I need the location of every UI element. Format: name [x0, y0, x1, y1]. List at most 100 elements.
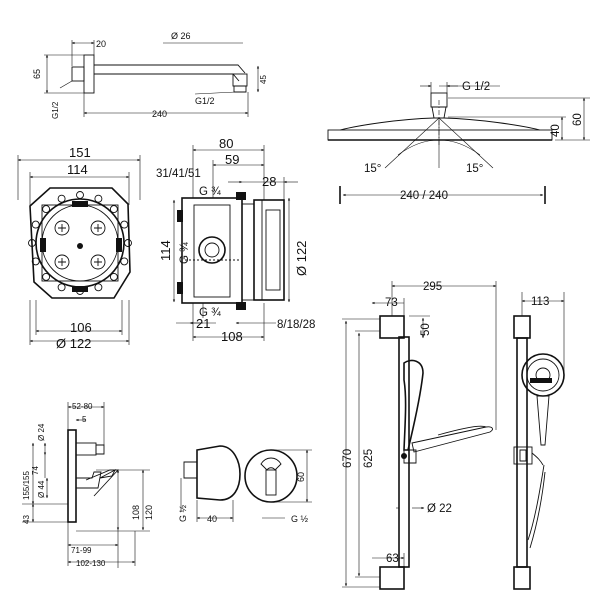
- dim-box-d122: Ø 122: [56, 336, 91, 351]
- dim-outlet-g12-right: G ½: [291, 514, 309, 524]
- box-bolt: [76, 191, 84, 199]
- dim-valve-g34-bottom: G ¾: [199, 307, 221, 319]
- dim-arm-45: 45: [259, 75, 268, 84]
- dim-rail-295: 295: [423, 281, 442, 293]
- dim-valve-313141: 31/41/51: [156, 168, 201, 180]
- valve-port: [198, 236, 226, 264]
- rail-front-slider: [513, 446, 533, 465]
- arm-thread-connector: [71, 66, 85, 82]
- dim-outlet-40: 40: [207, 514, 217, 524]
- outlet-side-connector: [183, 461, 198, 479]
- dim-head-width: 240 / 240: [400, 190, 448, 202]
- wall-flange: [83, 54, 95, 94]
- box-port: [90, 220, 106, 236]
- wall-outlet-drawing: G ½ 40 G ½ 60: [178, 445, 312, 524]
- box-bolt: [109, 272, 118, 281]
- dim-valve-g34-top: G ¾: [199, 186, 221, 198]
- dim-arm-thread-right: G1/2: [195, 96, 215, 106]
- box-bolt: [42, 272, 51, 281]
- dim-mixer-43: 43: [22, 515, 31, 524]
- box-bolt: [31, 220, 40, 229]
- shower-arm-drawing: 20 Ø 26 65 G1/2 G1/2 240 45: [32, 31, 268, 119]
- dim-head-thread: G 1/2: [462, 81, 490, 93]
- dim-head-angle-left: 15°: [364, 163, 381, 175]
- valve-body: [181, 197, 243, 304]
- dim-mixer-5: 5: [82, 415, 87, 424]
- dim-box-151: 151: [69, 145, 91, 160]
- arm-tube: [94, 64, 246, 82]
- shower-head-drawing: 15° 15° G 1/2 40 60 240 / 240: [327, 81, 590, 204]
- box-bolt: [31, 257, 40, 266]
- dim-mixer-5280: 52-80: [72, 402, 93, 411]
- box-port: [54, 220, 70, 236]
- dim-arm-thread-left: G1/2: [51, 101, 60, 119]
- dim-mixer-74: 74: [31, 466, 40, 475]
- dim-head-40: 40: [550, 124, 562, 137]
- box-bolt: [109, 205, 118, 214]
- rail-bottom-bracket: [379, 566, 405, 590]
- mixer-drawing: 52-80 5 Ø 24 155/155 74 Ø 44 43 108 120 …: [22, 402, 154, 568]
- dim-head-angle-right: 15°: [466, 163, 483, 175]
- valve-trim-block: [253, 199, 285, 301]
- rail-soapdish: [411, 426, 493, 453]
- dim-valve-81828: 8/18/28: [277, 319, 315, 331]
- dim-head-60: 60: [572, 113, 584, 126]
- dim-mixer-d24: Ø 24: [37, 423, 46, 441]
- dim-valve-g34-left: G ¾: [179, 242, 191, 264]
- box-bolt: [57, 194, 66, 203]
- dim-mixer-7199: 71-99: [71, 546, 92, 555]
- box-bolt: [94, 194, 103, 203]
- rail-front-head: [521, 353, 565, 397]
- head-top-curve: [339, 117, 541, 131]
- box-bolt: [42, 205, 51, 214]
- dim-rail-73: 73: [385, 297, 398, 309]
- dim-rail-625: 625: [363, 449, 375, 468]
- rail-front-handle: [536, 395, 550, 446]
- dim-arm-diameter: Ø 26: [171, 31, 191, 41]
- dim-valve-114: 114: [158, 240, 173, 261]
- valve-side-drawing: 80 59 31/41/51 28 G ¾ 114 G ¾ Ø 122 G ¾ …: [156, 136, 315, 344]
- dim-valve-28: 28: [262, 174, 276, 189]
- dim-rail-113: 113: [531, 296, 549, 308]
- dim-valve-d122: Ø 122: [294, 241, 309, 276]
- outlet-side-body: [196, 445, 241, 501]
- dim-rail-50: 50: [420, 323, 432, 336]
- dim-mixer-155: 155/155: [22, 471, 31, 500]
- dim-arm-240: 240: [152, 109, 167, 119]
- dim-rail-d22: Ø 22: [427, 503, 452, 515]
- rail-top-bracket: [379, 315, 405, 339]
- box-bolt: [124, 239, 132, 247]
- dim-outlet-g12-left: G ½: [178, 504, 188, 522]
- dim-valve-21: 21: [196, 316, 210, 331]
- shower-rail-side-drawing: 295 73 50 670 625 Ø 22 63: [342, 281, 497, 590]
- box-bolt: [120, 257, 129, 266]
- head-plate: [327, 129, 553, 141]
- box-bolt: [94, 283, 103, 292]
- dim-box-114: 114: [67, 162, 88, 177]
- box-outer-octagon: [29, 187, 131, 299]
- shower-rail-front-drawing: 113: [513, 292, 565, 590]
- box-ports: [54, 220, 106, 270]
- mixer-spout-block: [75, 442, 97, 456]
- mixer-handle-base: [75, 471, 102, 489]
- box-bolt: [120, 220, 129, 229]
- rail-handshower: [403, 359, 424, 451]
- box-bolt: [57, 283, 66, 292]
- dim-mixer-102130: 102-130: [76, 559, 106, 568]
- box-port: [54, 254, 70, 270]
- dim-valve-59: 59: [225, 152, 239, 167]
- dim-mixer-120: 120: [144, 505, 154, 520]
- dim-mixer-108: 108: [131, 505, 141, 520]
- dim-valve-108: 108: [221, 329, 243, 344]
- dim-mixer-d44: Ø 44: [37, 480, 46, 498]
- dim-outlet-60: 60: [296, 472, 306, 482]
- mixer-plate: [67, 429, 77, 523]
- dim-rail-670: 670: [342, 449, 354, 468]
- dim-arm-65: 65: [32, 69, 42, 79]
- installation-box-drawing: 151 114 106 Ø 122: [17, 145, 141, 351]
- dim-valve-80: 80: [219, 136, 233, 151]
- dim-arm-20: 20: [96, 39, 106, 49]
- dim-box-106: 106: [70, 320, 92, 335]
- box-bolt: [28, 239, 36, 247]
